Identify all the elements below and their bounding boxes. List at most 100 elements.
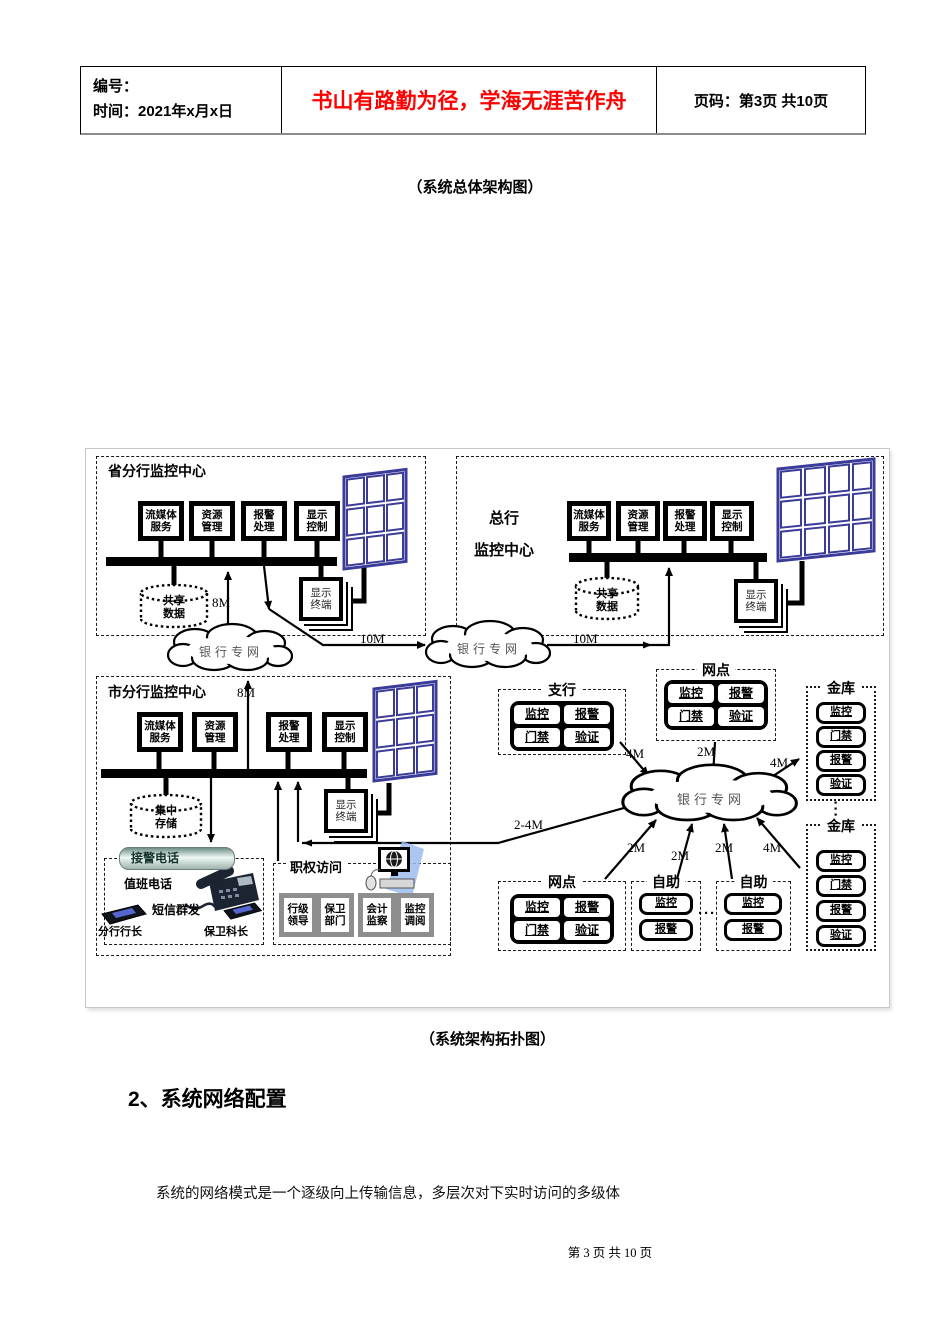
duty-phone-label: 值班电话 [124,877,173,891]
vault-cell-door: 门禁 [816,726,866,748]
zone-self2: 自助 [716,872,791,951]
server-label: 管理 [627,521,649,533]
cell-alarm: 报警 [564,705,610,724]
cell-monitor: 监控 [668,684,714,703]
vault-cell-door: 门禁 [816,875,866,897]
zone-city-center [96,676,451,956]
role-line: 监察 [366,915,388,927]
doc-time-label: 时间：2021年x月x日 [93,102,234,120]
link-2m: 2M [627,840,646,855]
server-label: 处理 [278,732,300,744]
server-label: 控制 [334,732,356,744]
terminal-label: 显示 [745,589,767,601]
zone-outlet-bottom: 网点 [498,872,626,951]
cell-door: 门禁 [514,921,560,940]
role-security-dept: 保卫部门 [316,893,354,937]
header-page-label: 页码：第3页 共10页 [693,92,829,110]
cyl-line: 共享 [163,595,185,607]
link-4m: 4M [770,755,789,770]
vault-title: 金库 [822,678,860,698]
cell-door: 门禁 [514,728,560,747]
zone-branch: 支行 [498,680,626,755]
server-resource: 资源管理 [192,712,238,752]
link-2m: 2M [697,744,716,759]
server-label: 报警 [278,720,300,732]
server-label: 资源 [204,720,226,732]
role-line: 部门 [324,915,346,927]
vault-cell-verify: 验证 [816,925,866,947]
server-label: 控制 [721,521,743,533]
cell-verify: 验证 [718,707,764,726]
cell-alarm: 报警 [718,684,764,703]
self-cell-monitor: 监控 [639,893,693,915]
arrowhead-right [643,641,652,649]
server-alarm: 报警处理 [663,501,707,541]
pager-icon-president [101,904,147,925]
display-terminal: 显示终端 [734,579,778,623]
header-motto: 书山有路勤为径，学海无涯苦作舟 [282,67,657,133]
server-label: 服务 [149,732,171,744]
branch-title: 支行 [543,680,581,700]
video-wall-hq [776,457,876,563]
terminal-label: 终端 [745,601,767,613]
link-2-4m: 2-4M [514,817,543,832]
server-resource: 资源管理 [616,501,660,541]
server-label: 控制 [306,521,328,533]
server-label: 资源 [201,509,223,521]
self-title: 自助 [647,872,685,892]
display-terminal: 显示终端 [324,789,368,833]
link-2m: 2M [671,848,690,863]
vault-cell-alarm: 报警 [816,900,866,922]
province-center-title: 省分行监控中心 [108,463,206,479]
body-paragraph: 系统的网络模式是一个逐级向上传输信息，多层次对下实时访问的多级体 [156,1186,620,1202]
server-streaming: 流媒体服务 [138,501,184,541]
server-label: 报警 [674,509,696,521]
server-display: 显示控制 [294,501,340,541]
server-label: 服务 [150,521,172,533]
shared-data-label: 共享数据 [581,588,633,614]
header-meta: 编号： 时间：2021年x月x日 [81,67,282,133]
cyl-line: 集中 [155,805,177,817]
cell-verify: 验证 [564,921,610,940]
city-bus [101,769,367,778]
link-10m: 10M [573,631,598,646]
link-4m: 4M [763,840,782,855]
role-line: 领导 [287,915,309,927]
server-label: 处理 [674,521,696,533]
outlet-bottom-functions: 监控报警 门禁验证 [510,894,614,944]
server-label: 报警 [253,509,275,521]
zone-vault-top: 金库 [806,678,876,801]
server-alarm: 报警处理 [241,501,287,541]
header-table: 编号： 时间：2021年x月x日 书山有路勤为径，学海无涯苦作舟 页码：第3页 … [80,66,866,135]
role-audit: 会计监察 [358,893,396,937]
arrowhead-left [303,839,312,847]
role-line: 调阅 [404,915,426,927]
bank-network-label: 银行专网 [456,642,521,656]
server-label: 管理 [201,521,223,533]
vault-cell-alarm: 报警 [816,750,866,772]
cell-verify: 验证 [564,728,610,747]
cyl-line: 共享 [596,588,618,600]
zone-self1: 自助 [631,872,701,951]
section-heading: 2、系统网络配置 [128,1088,287,1111]
self-cell-monitor: 监控 [724,893,782,915]
ellipsis-horizontal: ··· [698,905,716,922]
president-label: 分行行长 [98,926,142,938]
cyl-line: 数据 [163,608,185,620]
role-line: 行级 [287,903,309,915]
self-title: 自助 [734,872,773,892]
role-line: 保卫 [324,903,346,915]
server-label: 流媒体 [573,509,605,521]
access-zone-title: 职权访问 [286,857,347,876]
role-monitor-review: 监控调阅 [396,893,434,937]
zone-access-area [273,863,451,945]
link-8m: 8M [212,595,231,610]
shared-data-label: 共享数据 [148,595,200,621]
video-wall-city [372,679,438,783]
connector-layer [101,457,876,925]
server-streaming: 流媒体服务 [567,501,611,541]
link-4m: 4M [626,746,645,761]
server-streaming: 流媒体服务 [137,712,183,752]
storage-cylinders [129,576,640,839]
